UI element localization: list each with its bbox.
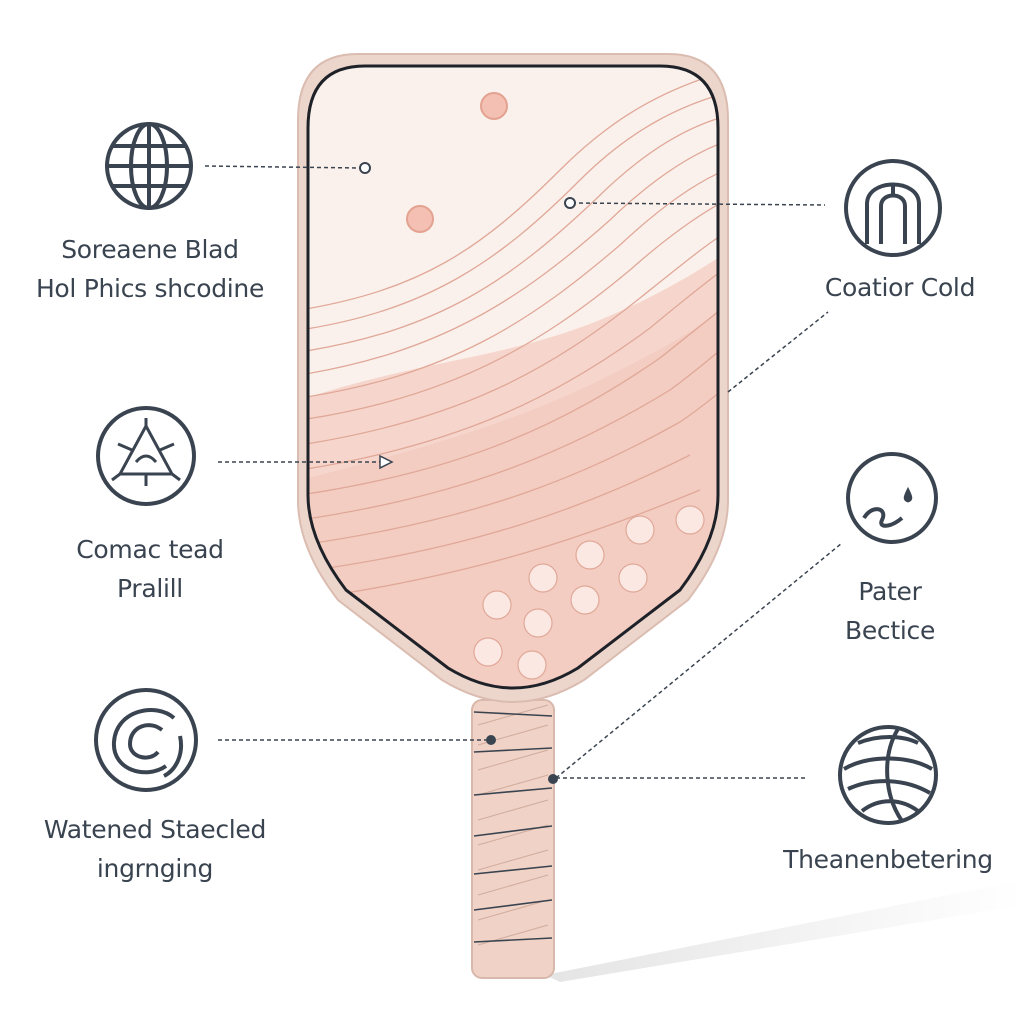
callout-label-4: Coatior Cold	[800, 268, 1000, 307]
callout-label-6: Theanenbetering	[770, 840, 1006, 879]
paddle-shadow	[545, 880, 1024, 982]
callout-label-4-line-1: Coatior Cold	[824, 273, 976, 302]
leader-endpoints	[359, 162, 576, 784]
swirl-icon	[94, 688, 198, 792]
leader-lines	[204, 165, 843, 779]
callout-label-6-line-1: Theanenbetering	[783, 845, 993, 874]
arch-icon	[844, 159, 942, 257]
callout-label-2-line-2: Pralill	[117, 574, 183, 603]
callout-label-3-line-1: Watened Staecled	[43, 815, 267, 844]
callout-label-1-line-1: Soreaene Blad	[61, 235, 239, 264]
callout-label-5: Pater Bectice	[800, 572, 980, 650]
paddle-face	[306, 64, 720, 690]
callout-label-5-line-2: Bectice	[844, 616, 936, 645]
droplet-circle-icon	[846, 452, 938, 544]
woven-ball-icon	[838, 725, 938, 825]
callout-label-5-line-1: Pater	[858, 577, 922, 606]
callout-label-2: Comac tead Pralill	[40, 530, 260, 608]
triangle-burst-icon	[96, 406, 196, 506]
globe-icon	[105, 122, 193, 210]
callout-label-3: Watened Staecled ingrnging	[20, 810, 290, 888]
callout-label-1-line-2: Hol Phics shcodine	[35, 274, 265, 303]
callout-label-3-line-2: ingrnging	[96, 854, 214, 883]
callout-label-1: Soreaene Blad Hol Phics shcodine	[20, 230, 280, 308]
paddle-handle	[471, 699, 555, 979]
callout-label-2-line-1: Comac tead	[76, 535, 224, 564]
